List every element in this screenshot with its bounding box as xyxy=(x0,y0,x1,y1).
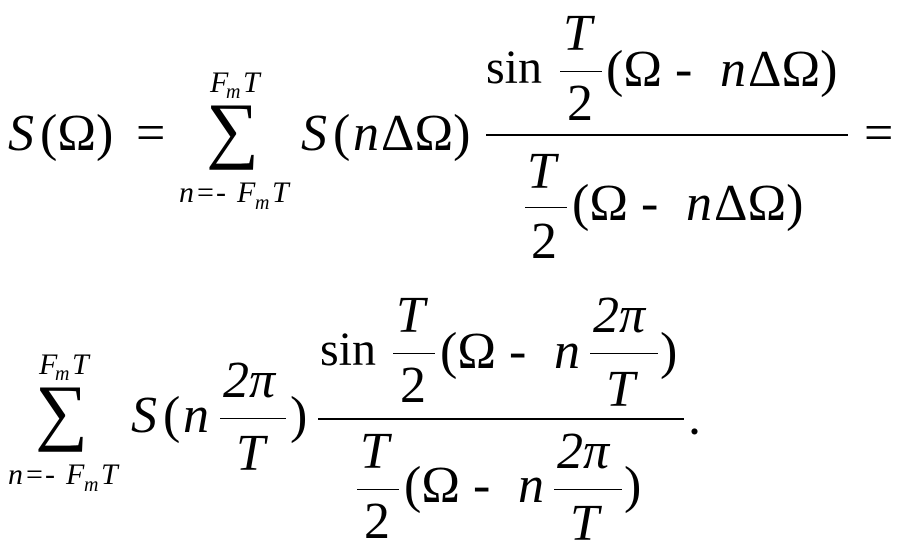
S-arg-close: ) xyxy=(290,387,308,444)
sum-lower-m: m xyxy=(255,192,270,214)
S-arg-n: n xyxy=(353,105,379,162)
denominator-n: n xyxy=(518,457,544,514)
fraction-bar xyxy=(486,134,848,136)
fraction-bar xyxy=(318,418,684,420)
denominator-2: 2 xyxy=(364,493,390,550)
numerator-frac-num: 2π xyxy=(593,287,646,344)
denominator-n: n xyxy=(686,175,712,232)
numerator-paren: (Ω - xyxy=(606,41,693,98)
sum-lower-m: m xyxy=(84,474,99,496)
numerator-2: 2 xyxy=(567,75,593,132)
summation-sign: ∑ xyxy=(35,371,88,453)
numerator-paren: (Ω - xyxy=(440,323,527,380)
S-arg-open: ( xyxy=(163,387,181,444)
numerator-sin: sin xyxy=(486,41,543,94)
period: . xyxy=(688,389,701,446)
denominator-paren: (Ω - xyxy=(404,457,491,514)
sum-lower-T: T xyxy=(272,176,289,209)
sum-lower-equals: = xyxy=(197,176,214,209)
S-term: S xyxy=(131,387,157,444)
sum-lower-n: n xyxy=(179,176,194,209)
denominator-close: ) xyxy=(624,457,642,514)
summation-sign: ∑ xyxy=(206,89,259,171)
sum-lower-F: F xyxy=(237,176,256,209)
S-term: S xyxy=(301,105,327,162)
S-arg-n: n xyxy=(183,387,209,444)
lhs-omega: (Ω) xyxy=(40,105,114,162)
sum-upper-m: m xyxy=(226,81,241,103)
sum-lower-n: n xyxy=(8,458,23,491)
numerator-frac-den: T xyxy=(606,361,635,418)
sum-upper-m: m xyxy=(55,363,70,385)
numerator-frac-bar xyxy=(590,353,658,354)
sum-lower-minus: - xyxy=(216,176,226,209)
sum-upper-F: F xyxy=(39,348,58,381)
S-arg-rest: ΔΩ) xyxy=(381,105,471,162)
numerator-half-bar xyxy=(560,71,602,72)
S-frac-num: 2π xyxy=(223,352,276,409)
sum-lower-equals: = xyxy=(26,458,43,491)
denominator-T: T xyxy=(527,143,556,200)
sum-upper-T: T xyxy=(72,348,89,381)
numerator-n: n xyxy=(720,41,746,98)
numerator-T: T xyxy=(396,287,425,344)
numerator-n: n xyxy=(554,323,580,380)
denominator-2: 2 xyxy=(531,213,557,270)
numerator-T: T xyxy=(563,5,592,62)
denominator-frac-num: 2π xyxy=(557,423,610,480)
numerator-tail: ΔΩ) xyxy=(748,41,838,98)
equals-sign-trailing: = xyxy=(864,105,894,162)
sum-lower-T: T xyxy=(101,458,118,491)
sum-upper-F: F xyxy=(210,66,229,99)
equals-sign: = xyxy=(136,105,166,162)
denominator-tail: ΔΩ) xyxy=(714,175,804,232)
numerator-2: 2 xyxy=(400,357,426,414)
S-frac-den: T xyxy=(236,425,265,482)
denominator-T: T xyxy=(360,423,389,480)
sum-lower-minus: - xyxy=(45,458,55,491)
denominator-frac-bar xyxy=(554,489,622,490)
sum-upper-T: T xyxy=(243,66,260,99)
S-frac-bar xyxy=(220,418,286,419)
denominator-frac-den: T xyxy=(570,495,599,552)
numerator-close: ) xyxy=(660,323,678,380)
denominator-half-bar xyxy=(357,489,399,490)
lhs-S: S xyxy=(8,105,34,162)
denominator-paren: (Ω - xyxy=(572,175,659,232)
S-arg-open: ( xyxy=(333,105,351,162)
numerator-sin: sin xyxy=(320,323,377,376)
denominator-half-bar xyxy=(525,207,567,208)
sum-lower-F: F xyxy=(66,458,85,491)
numerator-half-bar xyxy=(393,353,435,354)
